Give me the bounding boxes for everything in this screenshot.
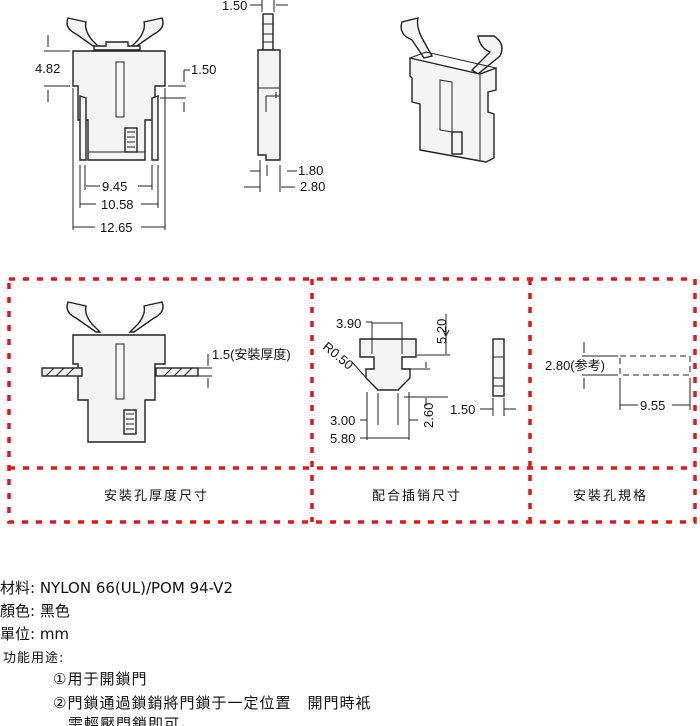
- panel-install-thickness: 1.5(安裝厚度) 安裝孔厚度尺寸: [41, 301, 291, 503]
- dim-step: 1.50: [191, 62, 216, 77]
- dim-pin-radius: R0.50: [320, 339, 356, 373]
- dim-pin-h-bottom: 2.60: [421, 403, 436, 428]
- dim-pin-w-mid: 3.00: [330, 413, 355, 428]
- side-view: 1.50 1.80 2.80: [222, 0, 325, 194]
- dim-pin-side: 1.50: [450, 402, 475, 417]
- function-item-2: ②門鎖通過鎖銷將門鎖于一定位置 開門時衹: [53, 694, 372, 712]
- caption-install-thickness: 安裝孔厚度尺寸: [104, 488, 209, 503]
- caption-install-hole: 安裝孔規格: [573, 488, 648, 503]
- function-title: 功能用途:: [3, 651, 65, 666]
- front-view: 4.82 1.50 9.45 10.58 12.65: [35, 17, 216, 235]
- panel-mating-pin: 3.90 5.20 R0.50 3.00 5.80 2.60 1.50 配合插销…: [320, 314, 516, 503]
- dim-outer: 12.65: [100, 220, 133, 235]
- dim-pin-w-top: 3.90: [336, 316, 361, 331]
- dim-side-d2: 2.80: [300, 179, 325, 194]
- caption-mating-pin: 配合插销尺寸: [372, 488, 462, 503]
- dashed-frame: [7, 277, 697, 524]
- dim-middle: 10.58: [101, 197, 134, 212]
- spec-material: 材料: NYLON 66(UL)/POM 94-V2: [0, 579, 233, 597]
- dim-pin-w-bottom: 5.80: [330, 431, 355, 446]
- dim-hole-height: 2.80(参考): [545, 358, 605, 373]
- dim-side-d1: 1.80: [298, 163, 323, 178]
- isometric-view: [400, 17, 503, 163]
- dim-hole-width: 9.55: [640, 398, 665, 413]
- dim-install-thickness: 1.5(安裝厚度): [212, 347, 291, 362]
- dim-top-height: 4.82: [35, 61, 60, 76]
- panel-install-hole: 2.80(参考) 9.55 安裝孔規格: [545, 342, 691, 503]
- function-item-1: ①用于開鎖門: [53, 670, 148, 688]
- dim-pin-h-top: 5.20: [434, 319, 449, 344]
- spec-color: 顏色: 黑色: [0, 602, 70, 620]
- dim-side-top: 1.50: [222, 0, 247, 13]
- function-item-2-cont: 需輕壓門鎖即可。: [68, 715, 197, 726]
- spec-unit: 單位: mm: [0, 625, 70, 643]
- dim-inner: 9.45: [102, 179, 127, 194]
- technical-drawing: 4.82 1.50 9.45 10.58 12.65 1.50 1.80 2.8…: [7, 0, 697, 524]
